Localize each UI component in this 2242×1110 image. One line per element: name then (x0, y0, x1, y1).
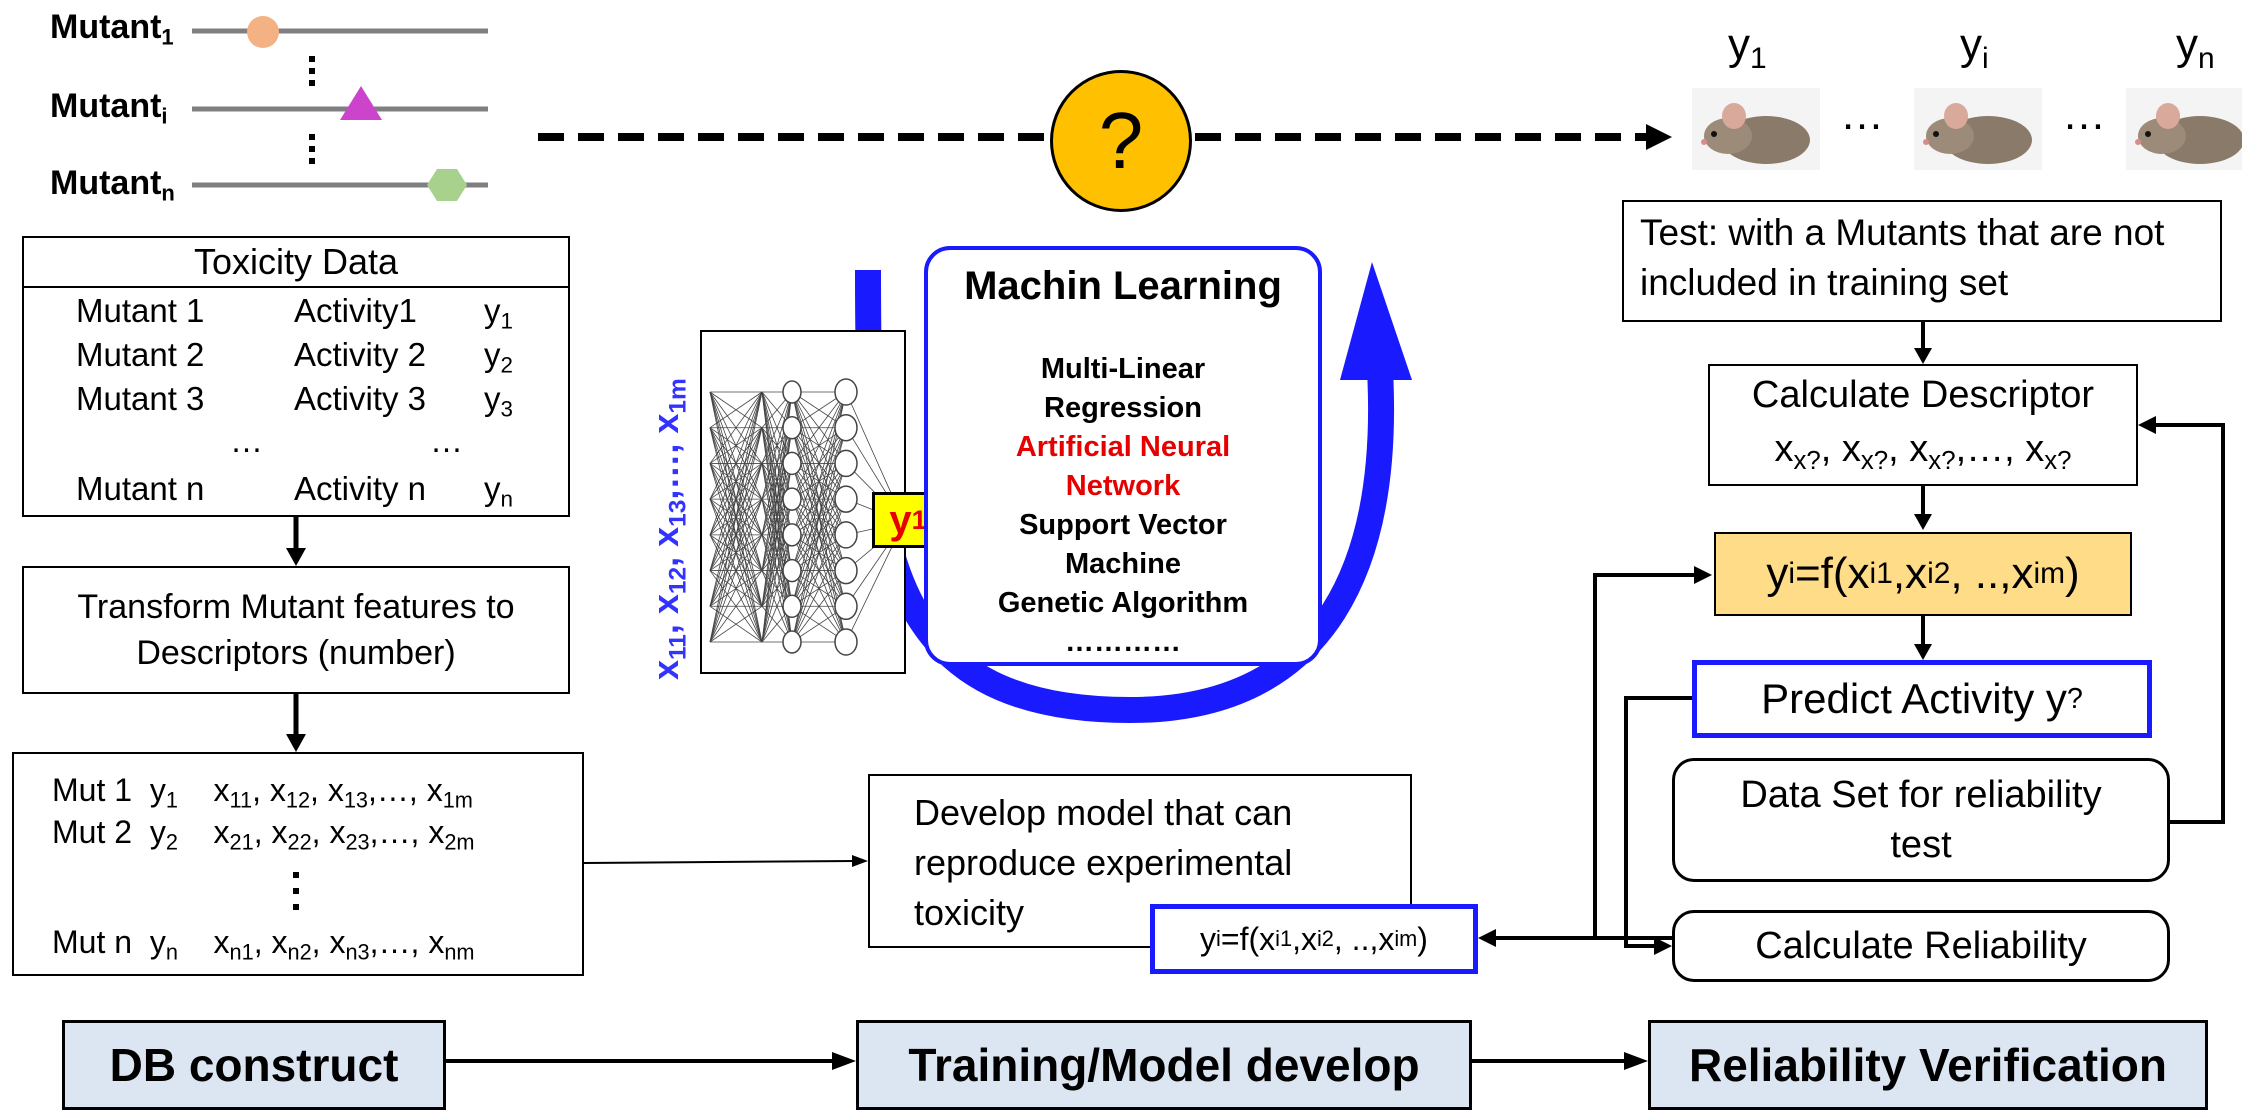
machine-learning-box: Machin Learning Multi-Linear Regression … (924, 246, 1322, 666)
toxicity-data-table: Toxicity Data Mutant 1 Activity1 y1 Muta… (22, 236, 570, 517)
stage-db-construct: DB construct (62, 1020, 446, 1110)
hexagon-marker-icon (427, 169, 467, 201)
test-set-box: Test: with a Mutants that are not includ… (1622, 200, 2222, 322)
table-row: Mut 1 y1 x11, x12, x13,…, x1m (52, 772, 473, 813)
table-cell: y3 (484, 380, 513, 422)
descriptor-table: Mut 1 y1 x11, x12, x13,…, x1m Mut 2 y2 x… (12, 752, 584, 976)
transform-step-box: Transform Mutant features to Descriptors… (22, 566, 570, 694)
circle-marker-icon (247, 16, 279, 48)
table-row: … (230, 422, 263, 459)
table-row: Mutant 2 (76, 336, 205, 373)
dataset-reliability-box: Data Set for reliability test (1672, 758, 2170, 882)
mutant-i-label: Mutanti (50, 87, 168, 129)
ml-method: Multi-Linear (1040, 353, 1206, 385)
ml-method: ………… (1065, 626, 1181, 658)
table-cell: Activity 2 (294, 336, 427, 373)
table-cell: yn (484, 470, 513, 512)
ml-title: Machin Learning (964, 264, 1282, 308)
mouse-icon (1914, 88, 2042, 170)
ml-method: Support Vector (1019, 509, 1227, 541)
table-cell: y2 (484, 336, 513, 378)
ml-method: Machine (1064, 548, 1182, 580)
stage-training: Training/Model develop (856, 1020, 1472, 1110)
ml-method: Regression (1044, 392, 1202, 424)
output-yi-label: yi (1960, 20, 1989, 75)
mouse-ellipsis-1: … (1840, 90, 1884, 139)
table-cell: Activity 3 (294, 380, 427, 417)
table-row: Mutant n (76, 470, 205, 507)
neural-network-panel (700, 330, 906, 674)
table-row: Mut 2 y2 x21, x22, x23,…, x2m (52, 814, 475, 855)
table-row: Mutant 1 (76, 292, 205, 329)
mutant-1-label: Mutant1 (50, 8, 174, 50)
ml-method: Genetic Algorithm (997, 587, 1249, 619)
mouse-ellipsis-2: … (2062, 90, 2106, 139)
output-y1-label: y1 (1728, 20, 1767, 75)
table-row: Mutant 3 (76, 380, 205, 417)
table-cell: Activity1 (294, 292, 417, 329)
calc-descriptor-title: Calculate Descriptor (1751, 374, 2095, 416)
stage-reliability-verification: Reliability Verification (1648, 1020, 2208, 1110)
ml-method-highlight: Network (1065, 470, 1181, 502)
toxicity-title: Toxicity Data (24, 238, 568, 288)
table-cell: … (430, 422, 463, 459)
input-vector-label: x11, x12, x13,…, x1m (645, 378, 692, 680)
mouse-icon (2126, 88, 2242, 170)
calc-descriptor-values: xx?, xx?, xx?,…, xx? (1774, 428, 2072, 475)
table-cell: Activity n (294, 470, 427, 507)
calculate-descriptor-box: Calculate Descriptor xx?, xx?, xx?,…, xx… (1708, 364, 2138, 486)
output-yn-label: yn (2176, 20, 2215, 75)
triangle-marker-icon (340, 86, 382, 120)
table-cell: y1 (484, 292, 513, 334)
ml-methods-list: Multi-Linear Regression Artificial Neura… (928, 350, 1318, 662)
unknown-question-icon: ? (1050, 70, 1192, 212)
predict-activity-box: Predict Activity y? (1692, 660, 2152, 738)
ml-method-highlight: Artificial Neural (1015, 431, 1231, 463)
neural-network-icon (709, 378, 905, 656)
table-row: Mut n yn xn1, xn2, xn3,…, xnm (52, 924, 475, 965)
mouse-icon (1692, 88, 1820, 170)
calculate-reliability-box: Calculate Reliability (1672, 910, 2170, 982)
mutant-n-label: Mutantn (50, 164, 175, 206)
